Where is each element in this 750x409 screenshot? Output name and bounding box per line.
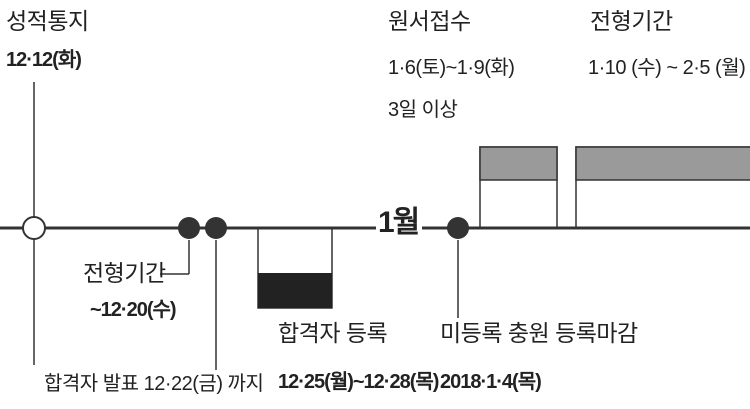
regular-period-date: 1·10 (수) ~ 2·5 (월): [588, 57, 746, 79]
dot-score-notice: [22, 216, 46, 240]
dot-early-announce: [205, 217, 227, 239]
unregistered-title: 미등록 충원 등록마감: [440, 320, 638, 346]
application-period-bar: [479, 146, 558, 181]
score-notice-date: 12·12(화): [6, 49, 82, 71]
month-marker-bg: [376, 207, 422, 245]
early-period-title: 전형기간: [83, 260, 166, 286]
application-note: 3일 이상: [388, 99, 458, 121]
register-period-bar: [258, 273, 332, 308]
regular-period-bar: [575, 146, 750, 181]
dot-unregistered: [447, 217, 469, 239]
application-date: 1·6(토)~1·9(화): [388, 57, 515, 79]
early-register-title: 합격자 등록: [278, 320, 388, 346]
unregistered-date: 2018·1·4(목): [440, 371, 542, 393]
application-title: 원서접수: [388, 8, 471, 34]
month-marker: 1월: [378, 206, 420, 239]
early-period-date: ~12·20(수): [90, 299, 177, 321]
dot-early-period: [178, 217, 200, 239]
regular-period-title: 전형기간: [590, 8, 673, 34]
early-announce-text: 합격자 발표 12·22(금) 까지: [44, 373, 264, 395]
early-register-date: 12·25(월)~12·28(목): [278, 371, 439, 393]
score-notice-title: 성적통지: [6, 8, 89, 34]
